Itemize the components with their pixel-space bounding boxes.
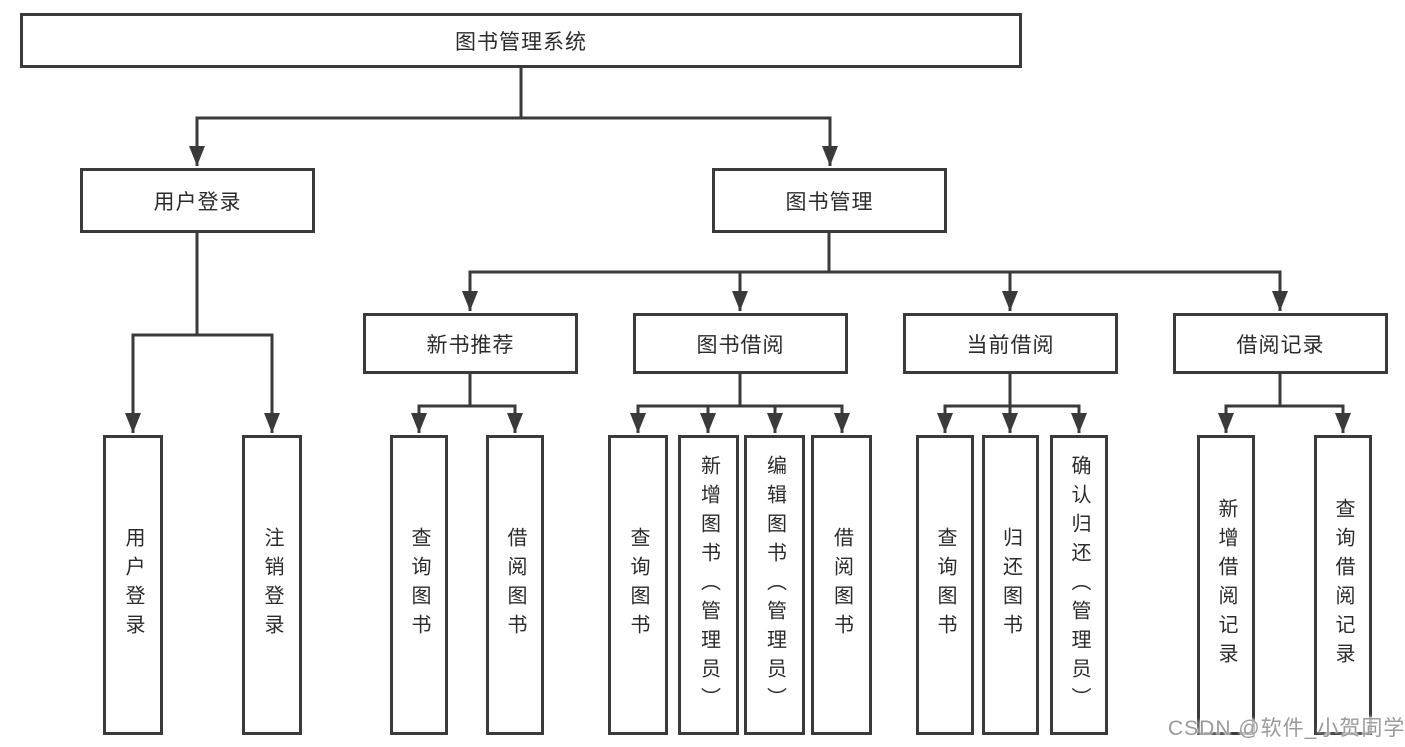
leaf-label: 查询图书 xyxy=(408,527,430,643)
connector-trunk-lines xyxy=(131,68,1345,408)
node-current-borrow: 当前借阅 xyxy=(903,313,1118,374)
leaf-label: 借阅图书 xyxy=(830,527,853,643)
leaf-label: 归还图书 xyxy=(999,527,1022,643)
leaf-label: 编辑图书（管理员） xyxy=(763,454,786,716)
node-new-book-label: 新书推荐 xyxy=(426,333,515,357)
leaf-add-book-admin: 新增图书（管理员） xyxy=(678,435,739,735)
leaf-label: 新增图书（管理员） xyxy=(697,454,720,716)
watermark: CSDN @软件_小贺同学 xyxy=(1168,717,1405,740)
node-book-borrow-label: 图书借阅 xyxy=(696,333,785,357)
leaf-label: 用户登录 xyxy=(122,527,144,643)
leaf-query-book-2: 查询图书 xyxy=(608,435,668,735)
leaf-query-borrow-record: 查询借阅记录 xyxy=(1314,435,1372,735)
leaf-label: 确认归还（管理员） xyxy=(1068,454,1090,716)
leaf-label: 查询图书 xyxy=(934,527,956,643)
node-book-borrow: 图书借阅 xyxy=(633,313,848,374)
node-root-label: 图书管理系统 xyxy=(455,30,587,54)
node-borrow-record-label: 借阅记录 xyxy=(1236,333,1325,357)
leaf-query-book-3: 查询图书 xyxy=(916,435,974,735)
leaf-label: 查询借阅记录 xyxy=(1332,498,1354,672)
leaf-label: 查询图书 xyxy=(627,527,649,643)
leaf-user-login: 用户登录 xyxy=(103,435,163,735)
leaf-confirm-return-admin: 确认归还（管理员） xyxy=(1050,435,1108,735)
node-user-login: 用户登录 xyxy=(80,168,315,233)
node-root: 图书管理系统 xyxy=(20,13,1022,68)
leaf-borrow-book-2: 借阅图书 xyxy=(811,435,872,735)
leaf-query-book-1: 查询图书 xyxy=(390,435,448,735)
node-current-borrow-label: 当前借阅 xyxy=(966,333,1055,357)
node-book-mgmt-label: 图书管理 xyxy=(785,190,874,214)
leaf-logout: 注销登录 xyxy=(242,435,302,735)
node-new-book: 新书推荐 xyxy=(363,313,578,374)
leaf-return-book: 归还图书 xyxy=(982,435,1039,735)
leaf-label: 注销登录 xyxy=(261,527,283,643)
node-borrow-record: 借阅记录 xyxy=(1173,313,1388,374)
leaf-add-borrow-record: 新增借阅记录 xyxy=(1197,435,1255,735)
leaf-borrow-book-1: 借阅图书 xyxy=(486,435,544,735)
node-user-login-label: 用户登录 xyxy=(153,190,242,214)
node-book-mgmt: 图书管理 xyxy=(712,168,947,233)
leaf-label: 借阅图书 xyxy=(504,527,526,643)
leaf-edit-book-admin: 编辑图书（管理员） xyxy=(744,435,805,735)
leaf-label: 新增借阅记录 xyxy=(1215,498,1237,672)
